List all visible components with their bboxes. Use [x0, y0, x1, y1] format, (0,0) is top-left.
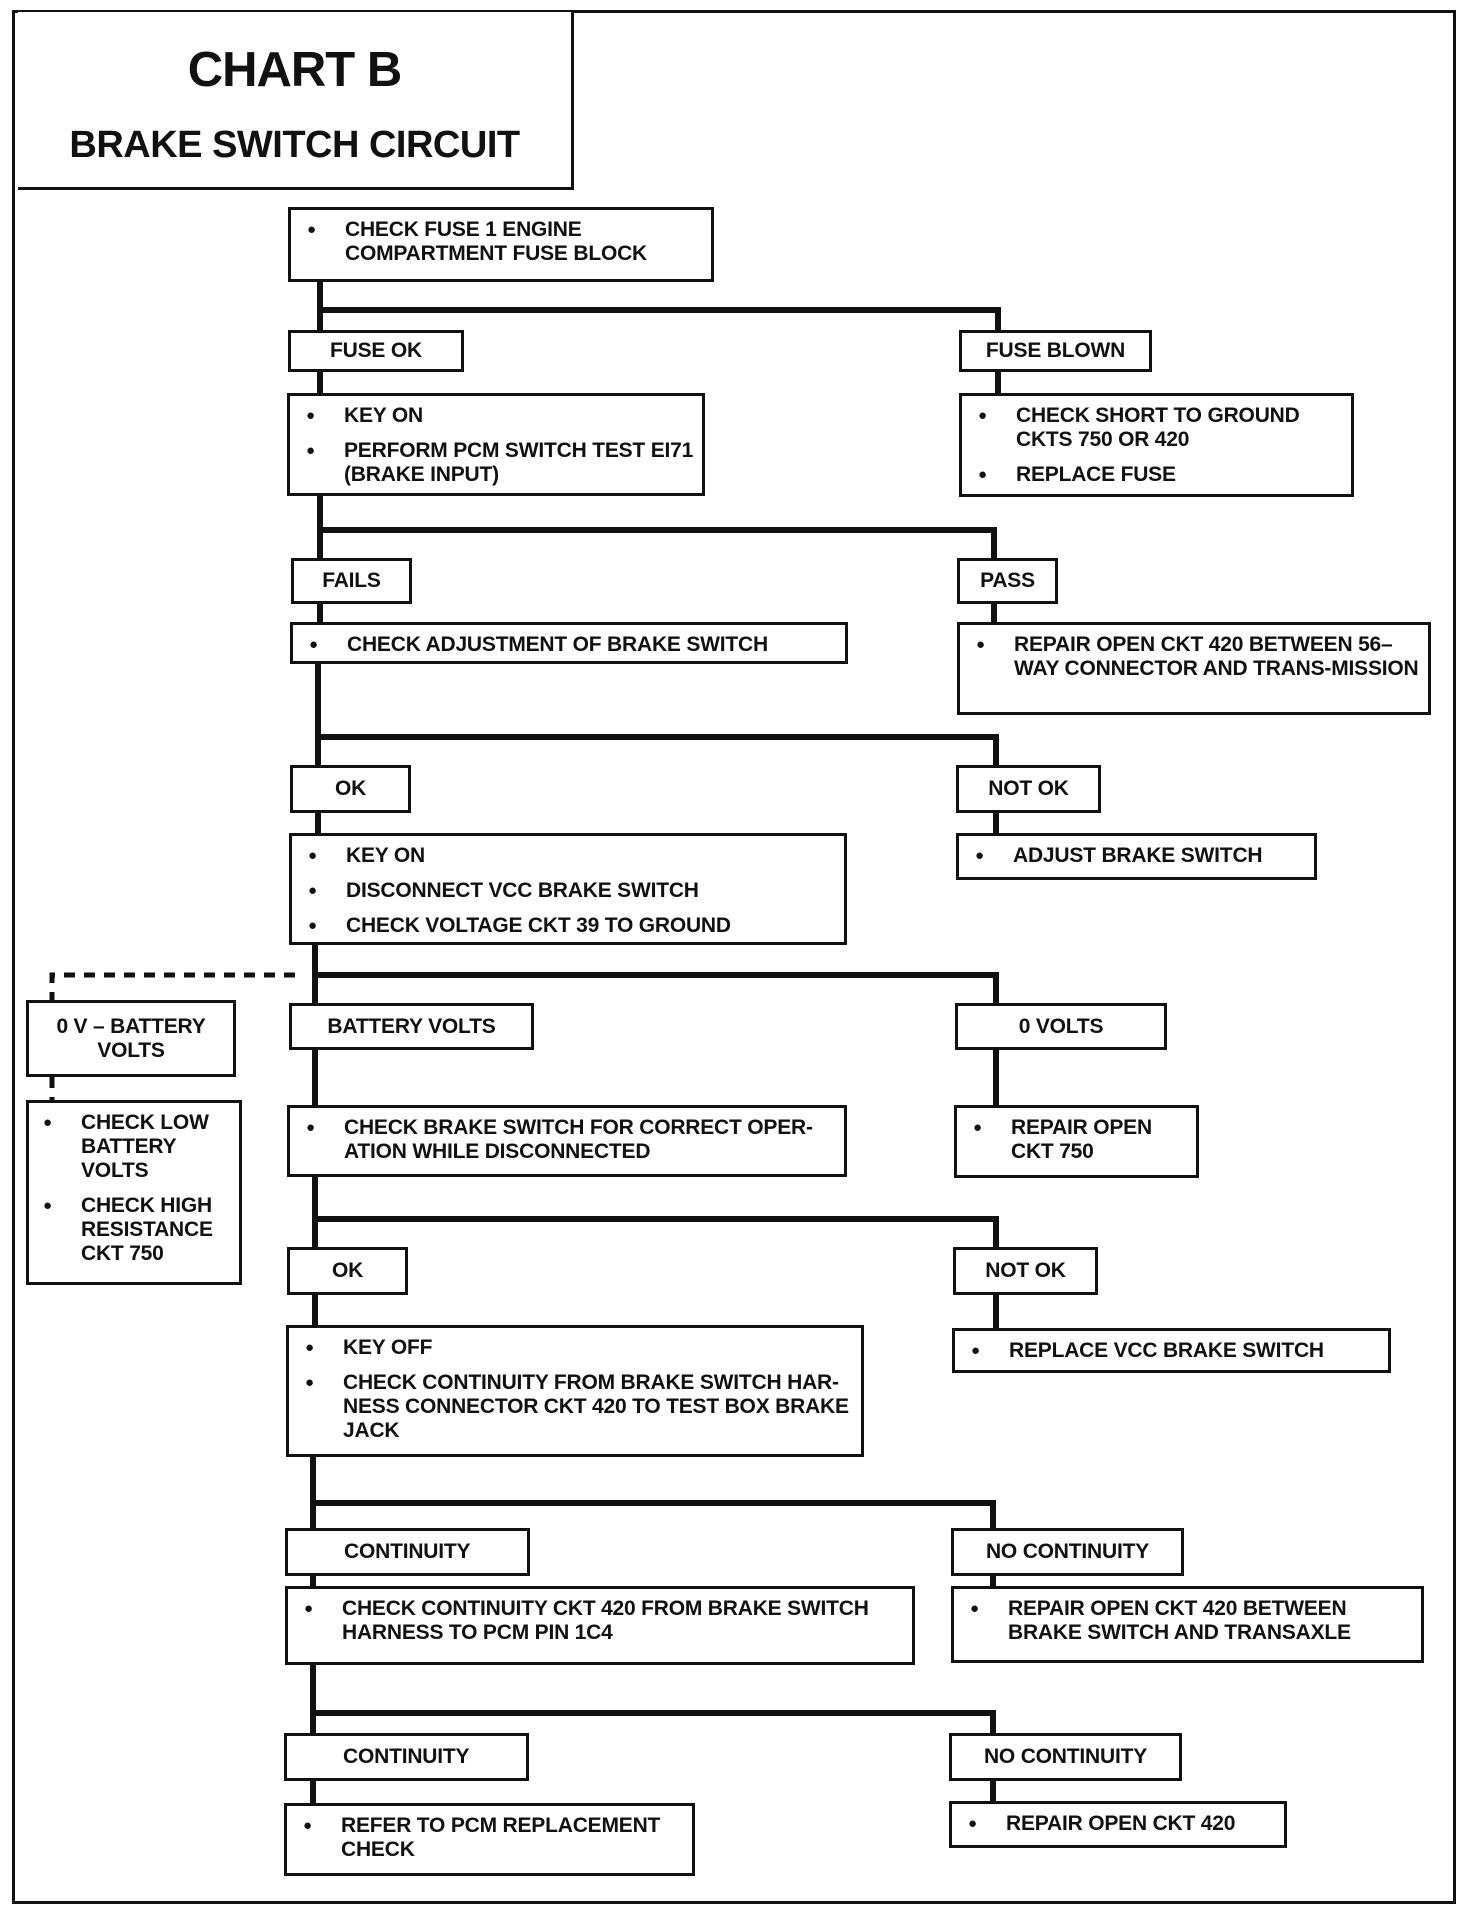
chart-frame: [12, 10, 1456, 1904]
step-repair-open-420-transaxle: REPAIR OPEN CKT 420 BETWEEN BRAKE SWITCH…: [951, 1586, 1424, 1663]
branch-label: NOT OK: [988, 777, 1069, 800]
chart-subtitle: BRAKE SWITCH CIRCUIT: [69, 124, 520, 166]
branch-label: NO CONTINUITY: [985, 1540, 1150, 1563]
step-check-continuity-test-box: KEY OFF CHECK CONTINUITY FROM BRAKE SWIT…: [286, 1325, 864, 1457]
step-item: DISCONNECT VCC BRAKE SWITCH: [308, 879, 836, 903]
branch-battery-volts: BATTERY VOLTS: [289, 1003, 534, 1050]
step-item: CHECK LOW BATTERY VOLTS: [43, 1111, 231, 1183]
branch-fails: FAILS: [291, 558, 412, 604]
branch-label: BATTERY VOLTS: [327, 1014, 496, 1038]
branch-label: FAILS: [322, 569, 381, 592]
step-item: CHECK CONTINUITY CKT 420 FROM BRAKE SWIT…: [304, 1597, 904, 1645]
step-item: KEY ON: [306, 404, 694, 428]
branch-label: OK: [331, 1259, 364, 1282]
step-item: KEY ON: [308, 844, 836, 868]
step-refer-pcm-replacement: REFER TO PCM REPLACEMENT CHECK: [284, 1803, 695, 1876]
branch-no-continuity-1: NO CONTINUITY: [951, 1528, 1184, 1576]
branch-label: OK: [334, 777, 367, 800]
chart-title-box: CHART B BRAKE SWITCH CIRCUIT: [18, 12, 574, 190]
step-check-fuse: CHECK FUSE 1 ENGINE COMPARTMENT FUSE BLO…: [288, 207, 714, 282]
branch-continuity-1: CONTINUITY: [285, 1528, 530, 1576]
branch-label: CONTINUITY: [343, 1745, 470, 1768]
branch-fuse-ok: FUSE OK: [288, 330, 464, 372]
branch-not-ok-1: NOT OK: [956, 765, 1101, 813]
branch-label: 0 V – BATTERY VOLTS: [56, 1014, 206, 1062]
branch-0-volts: 0 VOLTS: [955, 1003, 1167, 1050]
branch-pass: PASS: [957, 558, 1058, 604]
step-item: CHECK SHORT TO GROUND CKTS 750 OR 420: [978, 404, 1343, 452]
branch-ok-1: OK: [290, 765, 411, 813]
step-check-adjustment: CHECK ADJUSTMENT OF BRAKE SWITCH: [290, 622, 848, 664]
branch-label: 0 VOLTS: [1018, 1014, 1104, 1038]
step-item: REPAIR OPEN CKT 750: [973, 1116, 1188, 1164]
branch-0v-battery-volts: 0 V – BATTERY VOLTS: [26, 1000, 236, 1077]
step-check-continuity-pcm-pin: CHECK CONTINUITY CKT 420 FROM BRAKE SWIT…: [285, 1586, 915, 1665]
step-item: KEY OFF: [305, 1336, 853, 1360]
step-item: REPLACE VCC BRAKE SWITCH: [971, 1339, 1380, 1363]
branch-label: NO CONTINUITY: [983, 1745, 1148, 1768]
step-item: CHECK BRAKE SWITCH FOR CORRECT OPER-ATIO…: [306, 1116, 836, 1164]
step-item: CHECK CONTINUITY FROM BRAKE SWITCH HAR-N…: [305, 1371, 853, 1443]
branch-label: NOT OK: [985, 1259, 1066, 1282]
branch-label: FUSE BLOWN: [985, 339, 1126, 362]
step-item: ADJUST BRAKE SWITCH: [975, 844, 1306, 868]
step-item: CHECK FUSE 1 ENGINE COMPARTMENT FUSE BLO…: [307, 218, 703, 266]
step-repair-open-420: REPAIR OPEN CKT 420: [949, 1801, 1287, 1848]
step-item: REPAIR OPEN CKT 420: [968, 1812, 1276, 1836]
branch-label: FUSE OK: [330, 339, 422, 362]
branch-ok-2: OK: [287, 1247, 408, 1295]
step-check-short-ground: CHECK SHORT TO GROUND CKTS 750 OR 420 RE…: [959, 393, 1354, 497]
step-item: REPAIR OPEN CKT 420 BETWEEN BRAKE SWITCH…: [970, 1597, 1413, 1645]
branch-continuity-2: CONTINUITY: [284, 1733, 529, 1781]
branch-label: CONTINUITY: [344, 1540, 471, 1563]
step-item: CHECK HIGH RESISTANCE CKT 750: [43, 1194, 231, 1266]
step-item: REPAIR OPEN CKT 420 BETWEEN 56–WAY CONNE…: [976, 633, 1420, 681]
step-repair-open-420-56way: REPAIR OPEN CKT 420 BETWEEN 56–WAY CONNE…: [957, 622, 1431, 715]
step-check-voltage-ckt39: KEY ON DISCONNECT VCC BRAKE SWITCH CHECK…: [289, 833, 847, 945]
step-item: CHECK VOLTAGE CKT 39 TO GROUND: [308, 914, 836, 938]
step-item: CHECK ADJUSTMENT OF BRAKE SWITCH: [309, 633, 837, 657]
step-item: REFER TO PCM REPLACEMENT CHECK: [303, 1814, 684, 1862]
step-item: PERFORM PCM SWITCH TEST EI71 (BRAKE INPU…: [306, 439, 694, 487]
chart-title: CHART B: [187, 43, 402, 97]
branch-label: PASS: [980, 569, 1035, 592]
branch-no-continuity-2: NO CONTINUITY: [949, 1733, 1182, 1781]
step-item: REPLACE FUSE: [978, 463, 1343, 487]
step-pcm-switch-test: KEY ON PERFORM PCM SWITCH TEST EI71 (BRA…: [287, 393, 705, 496]
step-replace-vcc-brake-switch: REPLACE VCC BRAKE SWITCH: [952, 1328, 1391, 1373]
step-adjust-brake-switch: ADJUST BRAKE SWITCH: [956, 833, 1317, 880]
step-repair-open-750: REPAIR OPEN CKT 750: [954, 1105, 1199, 1178]
branch-fuse-blown: FUSE BLOWN: [959, 330, 1152, 372]
step-check-battery-resistance: CHECK LOW BATTERY VOLTS CHECK HIGH RESIS…: [26, 1100, 242, 1285]
branch-not-ok-2: NOT OK: [953, 1247, 1098, 1295]
step-check-switch-operation: CHECK BRAKE SWITCH FOR CORRECT OPER-ATIO…: [287, 1105, 847, 1177]
